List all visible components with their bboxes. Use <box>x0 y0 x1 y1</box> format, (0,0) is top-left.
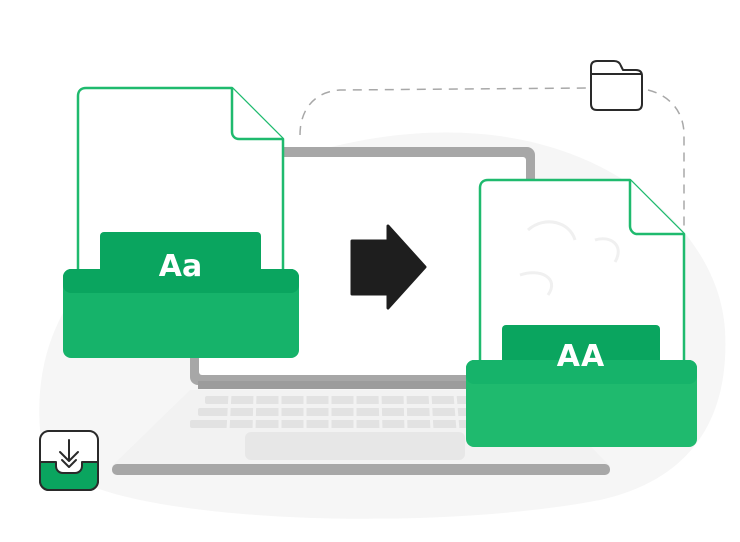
download-tray-icon <box>39 430 99 491</box>
target-file-icon <box>466 178 697 447</box>
arrow-right-icon <box>350 224 427 310</box>
faint-sketch <box>519 220 620 296</box>
laptop-keyboard <box>190 396 540 428</box>
source-file-icon <box>63 86 299 358</box>
source-file-label: Aa <box>158 249 203 284</box>
target-file-label: AA <box>556 339 606 374</box>
dashed-connector <box>299 87 685 230</box>
folder-icon <box>590 60 643 111</box>
